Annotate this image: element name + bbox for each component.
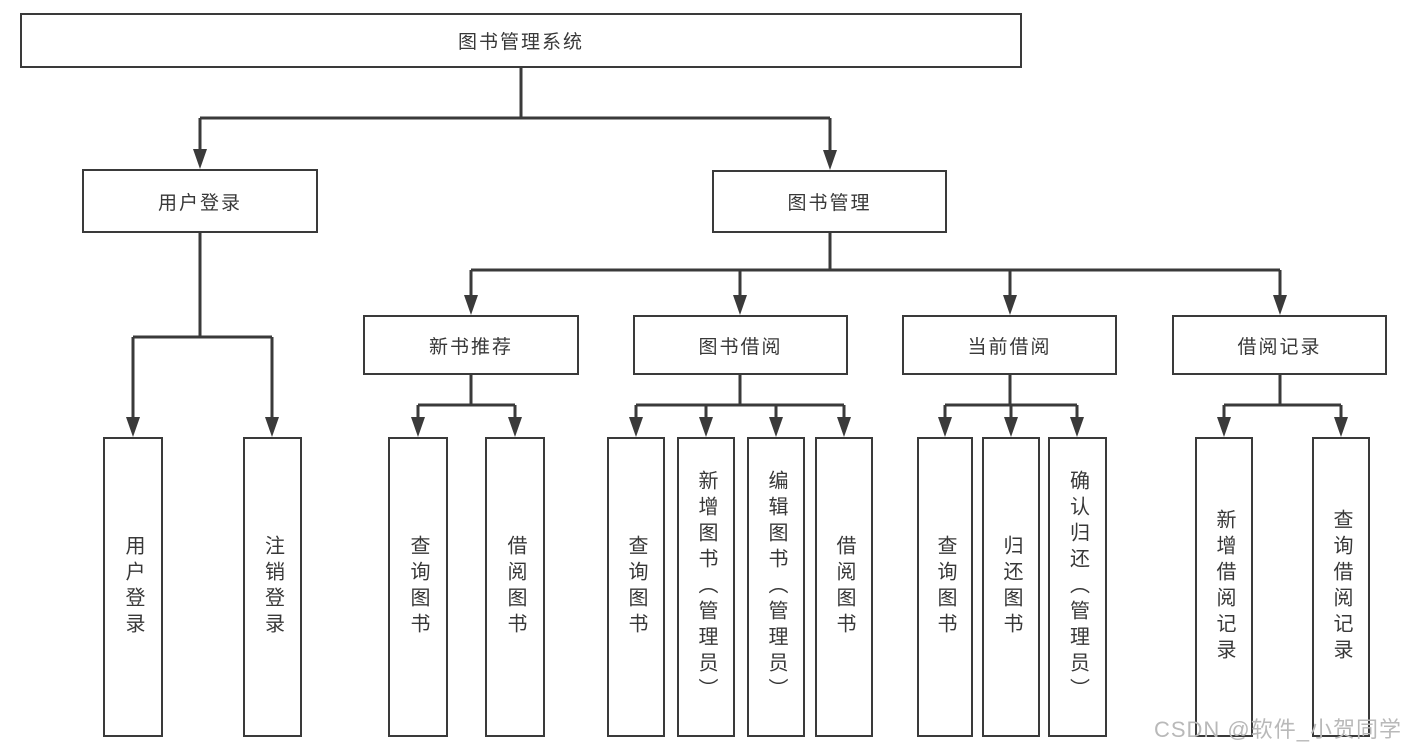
leaf-query-books-borrow: 查询图书: [607, 437, 665, 737]
leaf-label: 注销登录: [261, 535, 284, 639]
leaf-edit-books-admin: 编辑图书（管理员）: [747, 437, 805, 737]
node-label: 图书管理系统: [457, 32, 584, 53]
leaf-add-books-admin: 新增图书（管理员）: [677, 437, 735, 737]
node-current-borrowing: 当前借阅: [902, 315, 1117, 375]
node-book-borrowing: 图书借阅: [633, 315, 848, 375]
connector-newbooks-to-leaves: [411, 375, 522, 437]
leaf-label: 借阅图书: [504, 535, 526, 639]
connector-bookmgmt-to-level3: [464, 233, 1287, 315]
leaf-label: 确认归还（管理员）: [1066, 470, 1089, 704]
connector-borrowrecords-to-leaves: [1217, 375, 1348, 437]
leaf-label: 查询借阅记录: [1330, 509, 1352, 665]
node-library-management-system: 图书管理系统: [20, 13, 1022, 68]
connector-currentborrow-to-leaves: [938, 375, 1084, 437]
leaf-label: 归还图书: [1000, 535, 1022, 639]
leaf-return-books: 归还图书: [982, 437, 1040, 737]
leaf-label: 新增图书（管理员）: [695, 470, 717, 704]
leaf-confirm-return-admin: 确认归还（管理员）: [1048, 437, 1107, 737]
leaf-label: 查询图书: [934, 535, 956, 639]
node-book-management: 图书管理: [712, 170, 947, 233]
node-label: 图书借阅: [698, 336, 783, 358]
connector-userlogin-to-leaves: [126, 233, 279, 437]
node-label: 用户登录: [157, 192, 242, 214]
node-label: 借阅记录: [1237, 336, 1322, 358]
node-label: 当前借阅: [967, 336, 1052, 358]
leaf-label: 用户登录: [122, 535, 144, 639]
node-label: 图书管理: [787, 193, 872, 214]
leaf-query-borrow-record: 查询借阅记录: [1312, 437, 1370, 737]
leaf-label: 编辑图书（管理员）: [765, 470, 787, 704]
leaf-logout: 注销登录: [243, 437, 302, 737]
connector-bookborrow-to-leaves: [629, 375, 851, 437]
node-borrow-records: 借阅记录: [1172, 315, 1387, 375]
leaf-query-books-current: 查询图书: [917, 437, 973, 737]
leaf-add-borrow-record: 新增借阅记录: [1195, 437, 1253, 737]
node-new-book-recommend: 新书推荐: [363, 315, 579, 375]
leaf-borrow-books: 借阅图书: [815, 437, 873, 737]
node-label: 新书推荐: [428, 336, 513, 358]
connector-root-to-level2: [193, 68, 837, 170]
leaf-label: 查询图书: [407, 535, 429, 639]
leaf-query-books-newbooks: 查询图书: [388, 437, 448, 737]
leaf-borrow-books-newbooks: 借阅图书: [485, 437, 545, 737]
leaf-label: 借阅图书: [833, 535, 855, 639]
leaf-label: 查询图书: [625, 535, 647, 639]
node-user-login: 用户登录: [82, 169, 318, 233]
csdn-watermark: CSDN @软件_小贺同学: [1153, 717, 1402, 742]
leaf-label: 新增借阅记录: [1213, 509, 1235, 665]
leaf-user-login: 用户登录: [103, 437, 163, 737]
